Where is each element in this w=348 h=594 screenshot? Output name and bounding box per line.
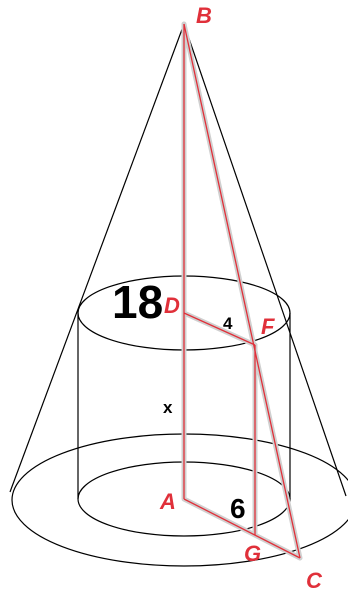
label-ag-length: 6 bbox=[230, 493, 246, 524]
cone-left-generatrix bbox=[9, 23, 185, 493]
label-df-length: 4 bbox=[223, 314, 233, 333]
label-point-a: A bbox=[159, 489, 176, 514]
label-point-f: F bbox=[261, 314, 275, 339]
cone-right-generatrix bbox=[183, 23, 347, 497]
label-point-b: B bbox=[196, 3, 212, 28]
point-labels: B D F A G C bbox=[159, 3, 323, 593]
triangle-segments bbox=[183, 23, 301, 559]
label-point-g: G bbox=[244, 541, 261, 566]
label-point-c: C bbox=[306, 568, 323, 593]
measurement-labels: 18 4 x 6 bbox=[112, 276, 246, 524]
segment-ac bbox=[183, 498, 301, 559]
label-top-value: 18 bbox=[112, 276, 163, 328]
label-point-d: D bbox=[164, 293, 180, 318]
segment-bc bbox=[183, 23, 301, 559]
segment-df bbox=[183, 312, 256, 346]
label-height-x: x bbox=[163, 398, 173, 417]
